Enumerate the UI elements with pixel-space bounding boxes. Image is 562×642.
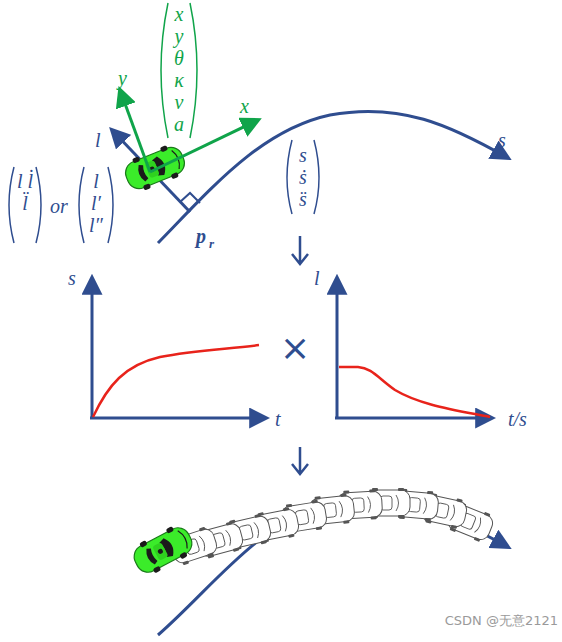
math-label: or xyxy=(50,196,68,216)
math-label: l xyxy=(314,268,320,288)
math-label: l l′ l″ xyxy=(86,170,106,236)
math-label: r xyxy=(209,237,214,250)
math-label: × xyxy=(280,330,310,366)
math-label: l l̇ l̈ xyxy=(15,170,35,214)
math-label: s xyxy=(68,268,76,288)
down-arrow xyxy=(292,447,308,474)
ego-car xyxy=(129,521,198,579)
right-angle-mark xyxy=(180,193,200,203)
s-t-curve xyxy=(93,345,259,417)
l-s-curve xyxy=(339,367,490,417)
math-label: s xyxy=(498,130,506,150)
math-label: x y θ κ v a xyxy=(169,3,189,135)
math-label: s ṡ s̈ xyxy=(293,144,313,210)
chart-axis xyxy=(336,278,339,418)
down-arrow xyxy=(292,236,308,264)
math-label: p xyxy=(196,226,206,246)
math-label: t/s xyxy=(508,409,527,429)
math-label: x xyxy=(240,96,249,116)
chart-axis xyxy=(335,417,492,420)
vector-brackets xyxy=(9,3,319,243)
chart-axis xyxy=(91,278,94,418)
math-label: l xyxy=(95,130,101,150)
y-axis xyxy=(120,90,150,172)
trajectory-ghosts xyxy=(168,488,496,567)
math-label: t xyxy=(275,409,281,429)
reference-line xyxy=(158,111,508,243)
math-label: y xyxy=(118,68,127,88)
chart-axis xyxy=(90,417,266,420)
watermark: CSDN @无意2121 xyxy=(445,614,558,627)
